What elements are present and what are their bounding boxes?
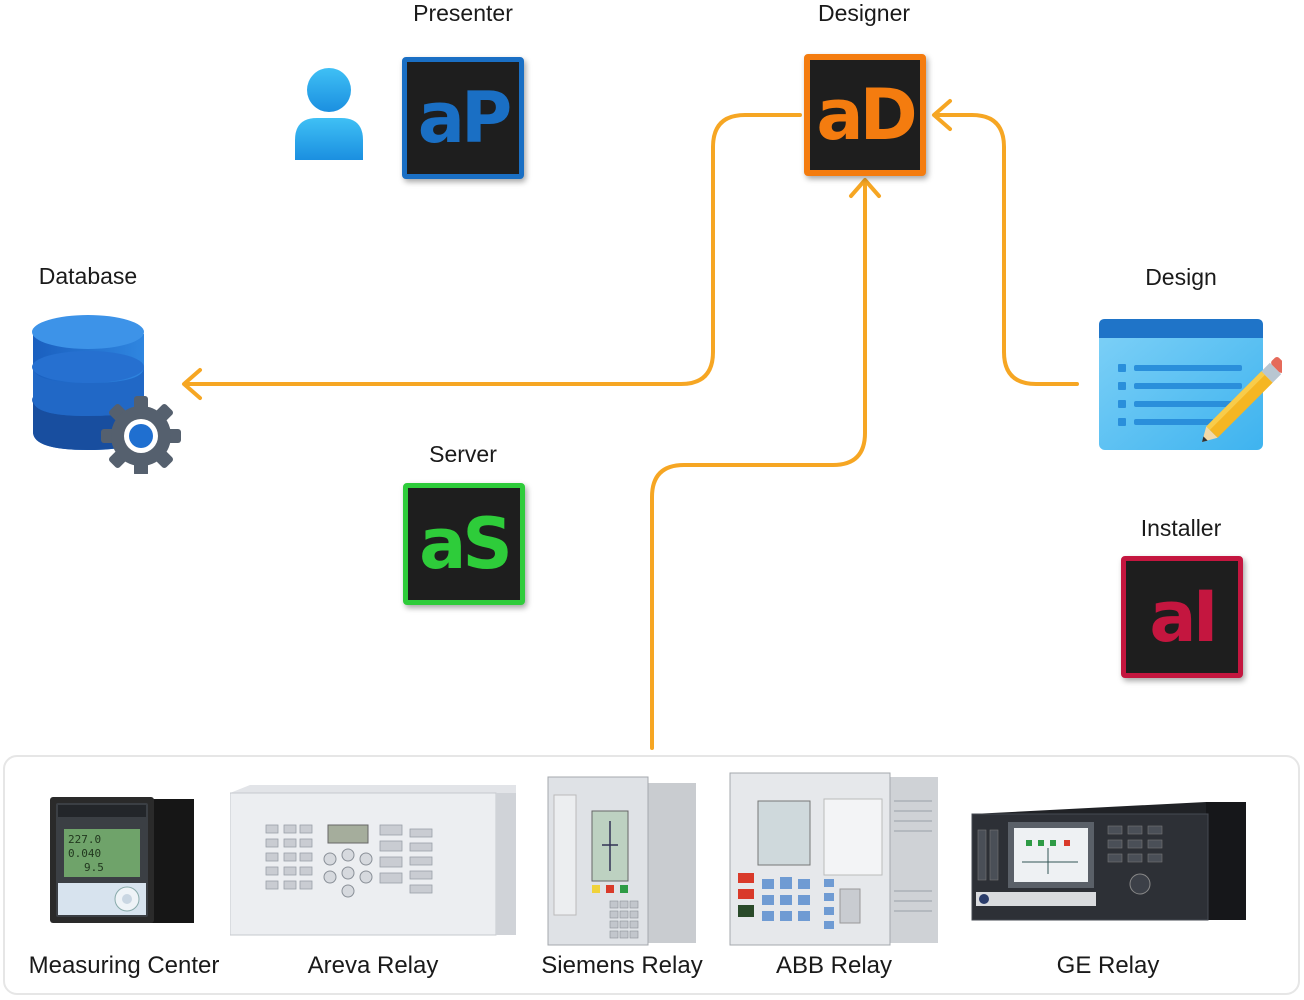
installer-app-icon[interactable]: aI	[1121, 556, 1243, 678]
arrow-head-designer-bottom	[849, 178, 881, 198]
server-app-icon[interactable]: aS	[403, 483, 525, 605]
arrow-design-to-designer	[933, 113, 1079, 386]
siemens-relay-device-image	[547, 776, 696, 946]
installer-label: Installer	[1140, 515, 1222, 541]
gear-icon	[101, 396, 181, 474]
arrow-devices-to-designer	[650, 180, 867, 750]
svg-text:9.5: 9.5	[84, 861, 104, 874]
designer-label: Designer	[817, 0, 911, 26]
arrow-head-designer-right	[932, 99, 952, 131]
svg-text:227.0: 227.0	[68, 833, 101, 846]
abb-relay-device-image	[729, 772, 938, 946]
presenter-label: Presenter	[413, 0, 513, 26]
device-label-siemens-relay: Siemens Relay	[541, 952, 703, 979]
server-label: Server	[429, 441, 497, 467]
database-label: Database	[38, 263, 138, 289]
presenter-app-icon[interactable]: aP	[402, 57, 524, 179]
arrow-head-database	[182, 368, 202, 400]
designer-app-icon[interactable]: aD	[804, 54, 926, 176]
device-label-measuring-center: Measuring Center	[28, 952, 220, 979]
arrow-designer-to-database	[184, 113, 802, 386]
device-label-ge-relay: GE Relay	[1056, 952, 1160, 979]
database-icon	[32, 315, 181, 474]
ge-relay-device-image	[971, 802, 1246, 921]
design-label: Design	[1145, 264, 1217, 290]
design-document-icon	[1099, 319, 1282, 450]
areva-relay-device-image	[230, 785, 516, 936]
pencil-icon	[1202, 356, 1282, 442]
device-label-abb-relay: ABB Relay	[775, 952, 893, 979]
user-icon	[295, 68, 363, 160]
device-label-areva-relay: Areva Relay	[307, 952, 439, 979]
svg-text:0.040: 0.040	[68, 847, 101, 860]
